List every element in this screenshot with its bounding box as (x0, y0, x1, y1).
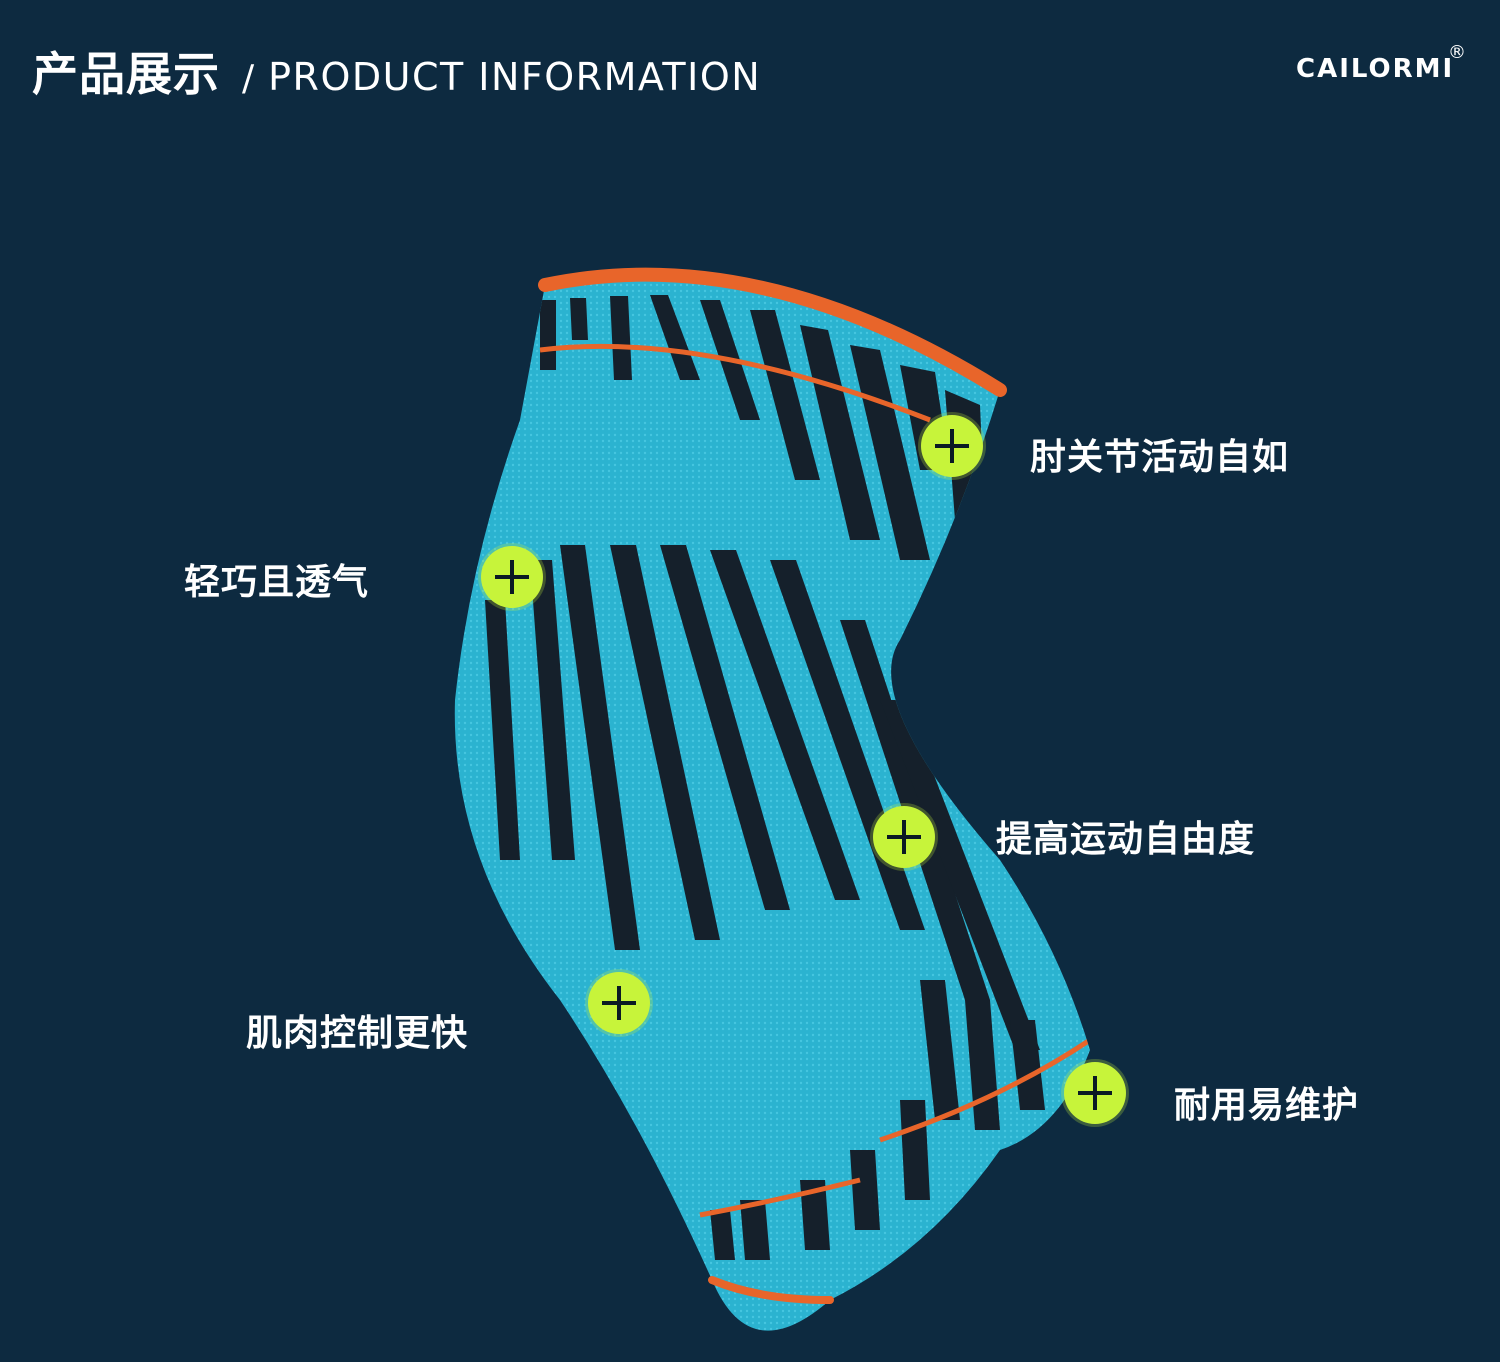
title-separator: / (242, 58, 255, 99)
title-chinese: 产品展示 (32, 47, 220, 101)
feature-label: 肌肉控制更快 (246, 1013, 469, 1054)
plus-icon[interactable] (921, 415, 983, 477)
feature-label: 轻巧且透气 (184, 562, 370, 603)
page-title: 产品展示 / PRODUCT INFORMATION (32, 38, 761, 104)
title-english: PRODUCT INFORMATION (268, 55, 762, 99)
feature-label: 提高运动自由度 (996, 819, 1256, 860)
plus-icon[interactable] (873, 806, 935, 868)
feature-label: 耐用易维护 (1174, 1085, 1360, 1126)
registered-mark: ® (1448, 42, 1466, 63)
feature-label: 肘关节活动自如 (1030, 437, 1290, 478)
brand-logo: CAILORMI (1296, 54, 1455, 84)
plus-icon[interactable] (1064, 1062, 1126, 1124)
plus-icon[interactable] (588, 972, 650, 1034)
plus-icon[interactable] (481, 546, 543, 608)
